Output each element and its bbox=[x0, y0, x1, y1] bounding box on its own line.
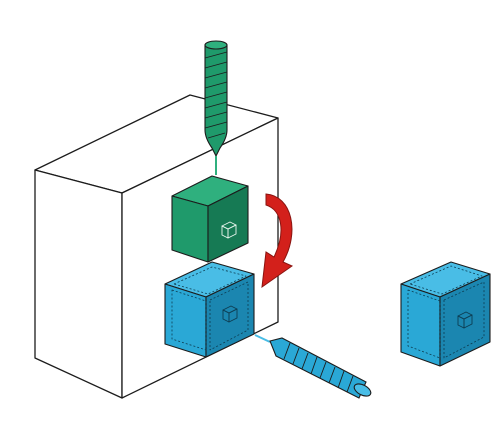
green-cube bbox=[171, 175, 249, 263]
green-cube-marker-icon bbox=[221, 221, 237, 239]
green-cube-side bbox=[207, 185, 249, 263]
drill-bit-angled-icon bbox=[254, 334, 372, 399]
finished-cube-front bbox=[400, 283, 441, 367]
drill-bit-vertical-icon bbox=[204, 40, 228, 175]
blue-cube bbox=[164, 261, 255, 358]
finished-cube-side bbox=[439, 273, 491, 367]
blue-cube-side bbox=[205, 273, 255, 358]
blue-cube-front bbox=[164, 283, 207, 358]
green-cube-front bbox=[171, 195, 209, 263]
blue-cube-marker-icon bbox=[222, 305, 238, 323]
rotation-arrow-icon bbox=[261, 193, 294, 289]
finished-cube-marker-icon bbox=[457, 311, 473, 329]
finished-blue-cube bbox=[400, 261, 491, 367]
workpiece-front-face bbox=[34, 169, 123, 399]
